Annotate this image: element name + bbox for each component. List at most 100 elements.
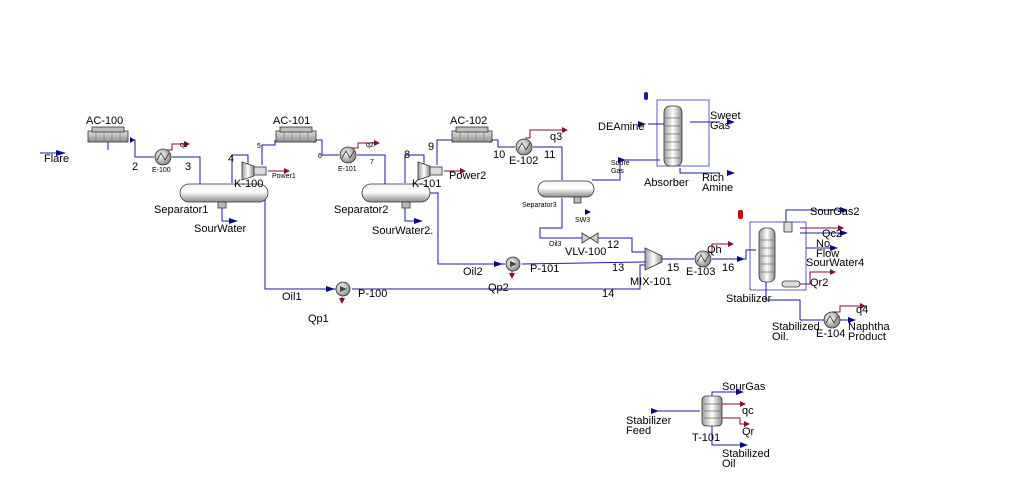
label-power1: Power1 [272,173,296,180]
label-power2: Power2 [449,170,486,182]
air-cooler-ac-102[interactable] [451,126,493,143]
label-stream-8: 8 [404,149,410,161]
label-q3: q3 [550,131,562,143]
label-sweet-gas-line1: Sweet [710,110,741,122]
separator-2[interactable] [361,183,431,209]
label-stab-oil-line1: Stabilized [722,448,770,460]
label-mix-101: MIX-101 [630,276,672,288]
label-q2: q2 [366,142,374,149]
label-absorber: Absorber [644,177,689,189]
label-stabilized-oil-line1: Stabilized [772,321,820,333]
separator-1[interactable] [179,183,269,209]
label-sourwater4: SourWater4 [806,257,864,269]
label-stream-10: 10 [493,149,505,161]
label-sourwater2: SourWater2. [372,225,433,237]
label-stream-13: 13 [612,262,624,274]
label-no-flow-line2: Flow [816,248,839,260]
label-rich-amine-line2: Amine [702,182,733,194]
label-qr: Qr [742,426,755,438]
label-e-100: E-100 [152,167,171,174]
label-e-104: E-104 [816,328,845,340]
absorber-column[interactable] [663,105,683,167]
label-qr2: Qr2 [810,277,828,289]
label-sourwater: SourWater [194,223,247,235]
cooler-e-101[interactable] [339,146,357,164]
label-stream-12: 12 [607,239,619,251]
label-sweet-gas-line2: Gas [710,120,731,132]
label-qc2: Qc2 [822,228,842,240]
material-streams [40,99,848,446]
label-deamine: DEAmine [598,121,644,133]
compressor-k-101[interactable] [417,161,443,181]
label-no-flow-line1: No [816,238,830,250]
label-q4: q4 [856,304,868,316]
label-stab-feed-line1: Stabilizer [626,415,672,427]
label-stream-14: 14 [602,288,614,300]
cooler-e-104[interactable] [823,311,841,329]
label-p-101: P-101 [530,263,559,275]
label-qp1: Qp1 [308,313,329,325]
label-naphtha-line1: Naphtha [848,321,890,333]
air-cooler-ac-100[interactable] [87,126,129,143]
label-stream-6: 6 [318,153,322,160]
stream-arrows [56,119,856,448]
label-naphtha-line2: Product [848,331,886,343]
label-qh: Qh [707,244,722,256]
arrow-flare [56,150,66,156]
label-separator2: Separator2 [334,204,388,216]
compressor-k-100[interactable] [241,161,267,181]
pump-p-100[interactable] [335,281,351,297]
label-k-100: K-100 [234,178,263,190]
label-oil2: Oil2 [463,266,483,278]
mixer-mix-101[interactable] [644,247,663,271]
absorber-status-icon [644,92,648,100]
label-sourgas2: SourGas2 [810,206,860,218]
label-k-101: K-101 [412,178,441,190]
label-stabilizer: Stabilizer [726,293,772,305]
label-qc: qc [742,405,754,417]
label-stream-5: 5 [257,143,261,150]
label-stream-2: 2 [132,161,138,173]
separator-3[interactable] [537,180,595,204]
label-ac-102: AC-102 [450,115,487,127]
label-separator3: Separator3 [522,202,557,209]
column-t-101[interactable] [701,395,723,427]
label-oil3: Oil3 [549,241,562,248]
label-stream-15: 15 [667,262,679,274]
label-stab-oil-line2: Oil [722,458,735,470]
label-soure-gas-line2: Gas [611,168,624,175]
label-ac-101: AC-101 [273,115,310,127]
label-sourgas: SourGas [722,381,766,393]
label-p-100: P-100 [358,288,387,300]
label-stab-feed-line2: Feed [626,425,651,437]
label-stream-4: 4 [228,153,234,165]
label-e-101: E-101 [338,166,357,173]
label-sw3: SW3 [575,217,590,224]
label-stream-3: 3 [185,161,191,173]
label-stream-16: 16 [722,262,734,274]
label-qp2: Qp2 [488,282,509,294]
label-stream-11: 11 [544,149,555,161]
label-rich-amine-line1: Rich [702,172,724,184]
energy-arrows [184,127,866,427]
label-e-103: E-103 [686,266,715,278]
label-stabilized-oil-line2: Oil. [772,331,789,343]
labels: Flare AC-100 AC-101 AC-102 E-100 E-101 E… [44,110,890,470]
label-oil1: Oil1 [282,291,302,303]
air-cooler-ac-101[interactable] [275,126,317,143]
cooler-e-103[interactable] [694,250,712,268]
label-e-102: E-102 [509,155,538,167]
label-stream-9: 9 [428,141,434,153]
cooler-e-102[interactable] [515,138,533,156]
label-soure-gas-line1: Soure [611,160,630,167]
label-ac-100: AC-100 [86,115,123,127]
stabilizer-column[interactable] [758,221,801,288]
valve-vlv-100[interactable] [581,232,599,244]
label-separator1: Separator1 [154,204,208,216]
label-vlv-100: VLV-100 [565,246,606,258]
pump-p-101[interactable] [505,256,521,272]
cooler-e-100[interactable] [154,148,172,166]
label-flare: Flare [44,153,69,165]
